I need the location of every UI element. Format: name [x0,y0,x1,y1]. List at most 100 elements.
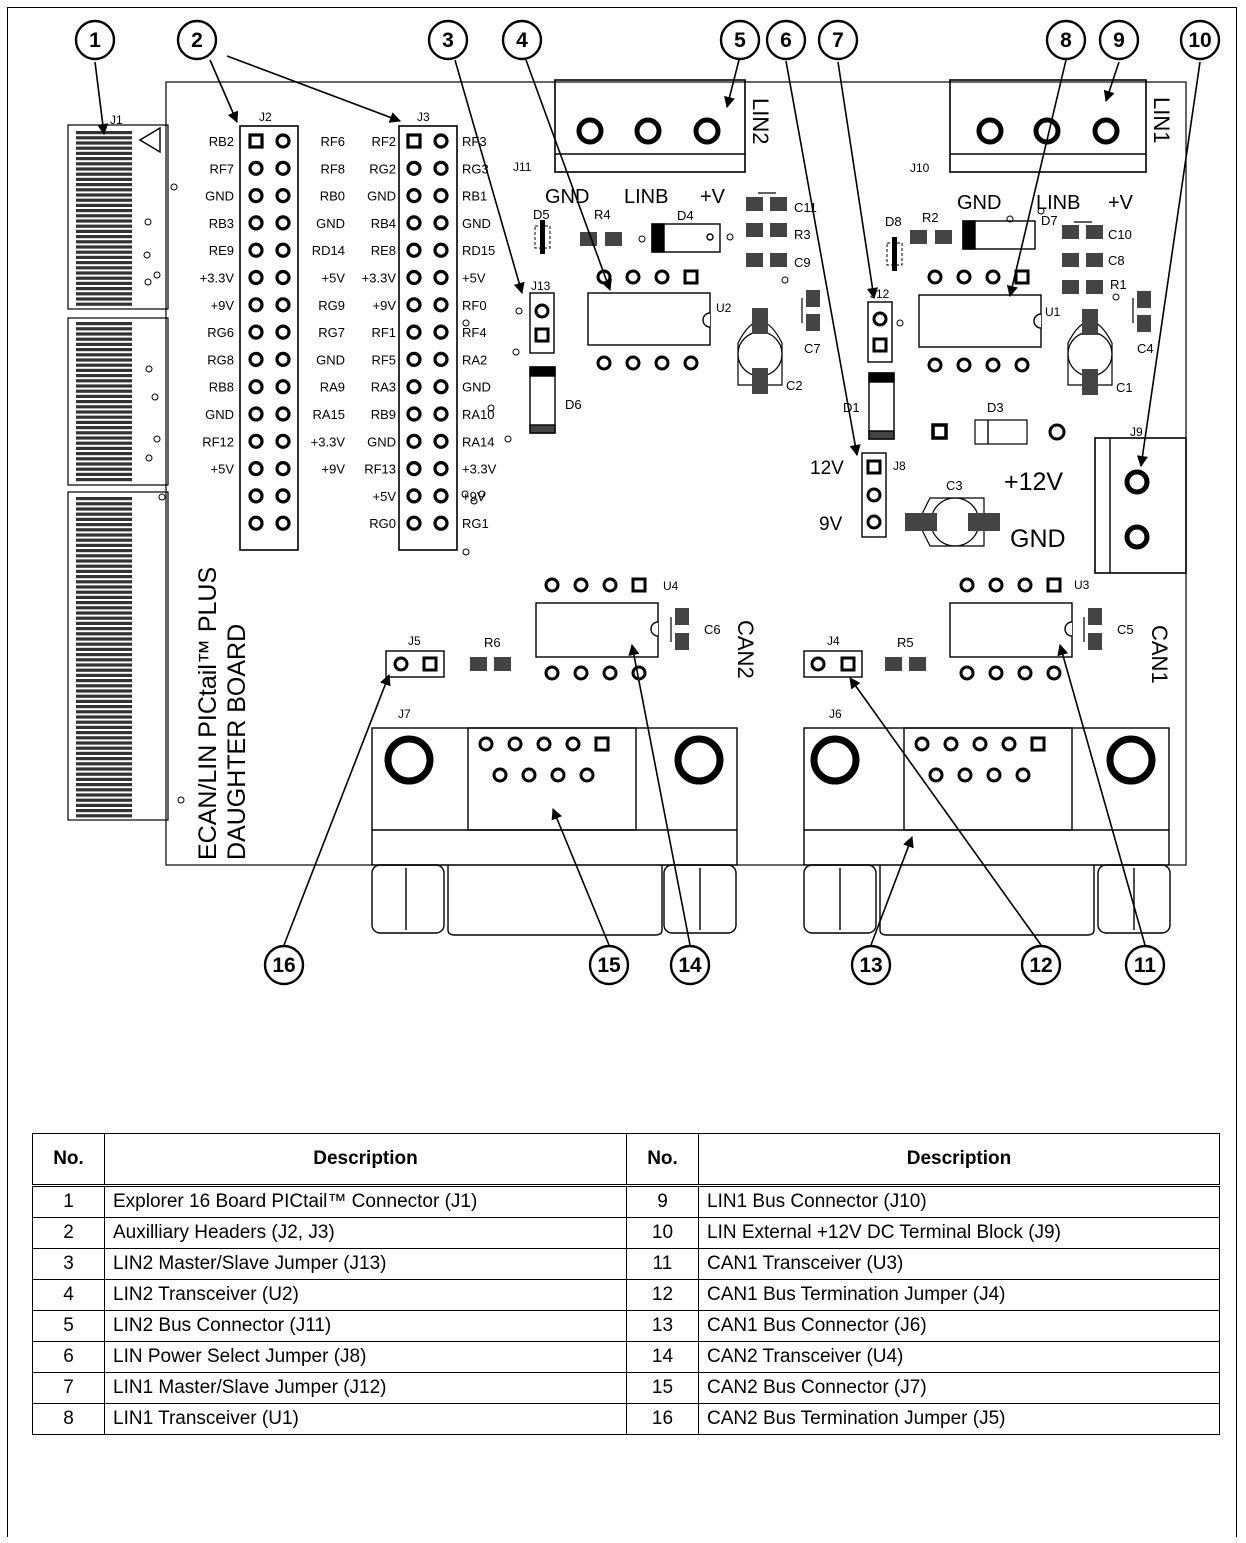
j1-finger [76,327,132,331]
j1-finger [76,462,132,466]
header-pin [275,133,291,149]
j1-finger [76,658,132,662]
svg-text:5: 5 [734,29,746,52]
legend-description: CAN1 Transceiver (U3) [698,1248,1220,1280]
svg-text:J13: J13 [531,279,551,293]
db9-pin [579,767,595,783]
header-signal-label: RF5 [371,352,396,367]
header-pin [406,324,422,340]
chip-pin [1017,665,1033,681]
board-diagram: J1 J2 J3 RB2RF7GNDRB3RE9+3.3V+9VRG6RG8RB… [67,19,1221,986]
header-signal-label: RF2 [371,134,396,149]
j1-finger [76,772,132,776]
j1-finger [76,302,132,306]
chip-pin [573,665,589,681]
diodes [529,220,1066,445]
j1-finger [76,261,132,265]
header-signal-label: RG8 [207,352,234,367]
j2-left-labels: RB2RF7GNDRB3RE9+3.3V+9VRG6RG8RB8GNDRF12+… [200,134,235,477]
callout-leader [94,61,109,136]
svg-text:U3: U3 [1074,578,1090,592]
db9-pin [565,736,581,752]
callout-leader [226,55,402,123]
via [487,404,495,412]
legend-number: 16 [626,1403,699,1435]
j1-finger [76,569,132,573]
j1-finger [76,585,132,589]
header-signal-label: RB9 [371,407,396,422]
j1-finger [76,183,132,187]
j1-finger [76,157,132,161]
header-pin [275,324,291,340]
callout-leader [1057,643,1146,946]
header-pin [433,324,449,340]
j1-finger [76,731,132,735]
via [462,548,470,556]
header-pin [248,215,264,231]
j1-finger [76,809,132,813]
db9-pin [1030,736,1046,752]
j1-finger [76,405,132,409]
j1-finger [76,162,132,166]
j1-finger [76,512,132,516]
header-signal-label: RG7 [318,325,345,340]
db9-pin [914,736,930,752]
header-pin [248,297,264,313]
callout-16: 16 [263,944,305,986]
j1-finger [76,151,132,155]
header-signal-label: GND [205,407,234,422]
header-pin [433,242,449,258]
callout-leader [551,807,610,946]
j1-finger [76,814,132,818]
j1-finger [76,287,132,291]
header-signal-label: RA3 [371,380,396,395]
via [153,435,161,443]
j1-finger [76,415,132,419]
j1-finger [76,426,132,430]
header-signal-label: RB0 [320,189,345,204]
header-signal-label: +3.3V [362,271,397,286]
j1-finger [76,167,132,171]
callout-leader [849,677,1042,946]
svg-text:13: 13 [859,954,882,977]
svg-text:1: 1 [89,29,101,52]
header-signal-label: GND [316,216,345,231]
header-pin [275,351,291,367]
legend-description: Auxilliary Headers (J2, J3) [104,1217,627,1249]
j1-finger [76,467,132,471]
chip-pin [544,577,560,593]
svg-text:J5: J5 [408,634,421,648]
j1-finger [76,384,132,388]
header-pin [275,461,291,477]
header-pin [275,188,291,204]
j13-jumper: J13 [529,279,555,354]
j1-finger [76,136,132,140]
svg-text:14: 14 [678,954,702,977]
header-pin [406,297,422,313]
header-signal-label: RB3 [209,216,234,231]
j2-header: J2 [239,110,299,551]
header-pin [406,215,422,231]
chip-pin [683,269,699,285]
header-pin [275,160,291,176]
j1-finger [76,668,132,672]
callout-leader [1136,61,1201,468]
j1-finger [76,374,132,378]
j1-finger [76,554,132,558]
j11-lin2-terminal: J11 LIN2 [513,79,773,174]
svg-text:J8: J8 [893,459,906,473]
header-pin [248,515,264,531]
j1-finger [76,342,132,346]
via [170,183,178,191]
j10-lin1-terminal: J10 LIN1 [910,79,1174,175]
j1-finger [76,266,132,270]
callout-4: 4 [501,19,543,61]
header-signal-label: RF3 [462,134,487,149]
svg-text:GND: GND [957,192,1001,214]
svg-text:9V: 9V [819,514,843,535]
j1-finger [76,472,132,476]
header-signal-label: RD14 [312,243,345,258]
j1-finger [76,271,132,275]
